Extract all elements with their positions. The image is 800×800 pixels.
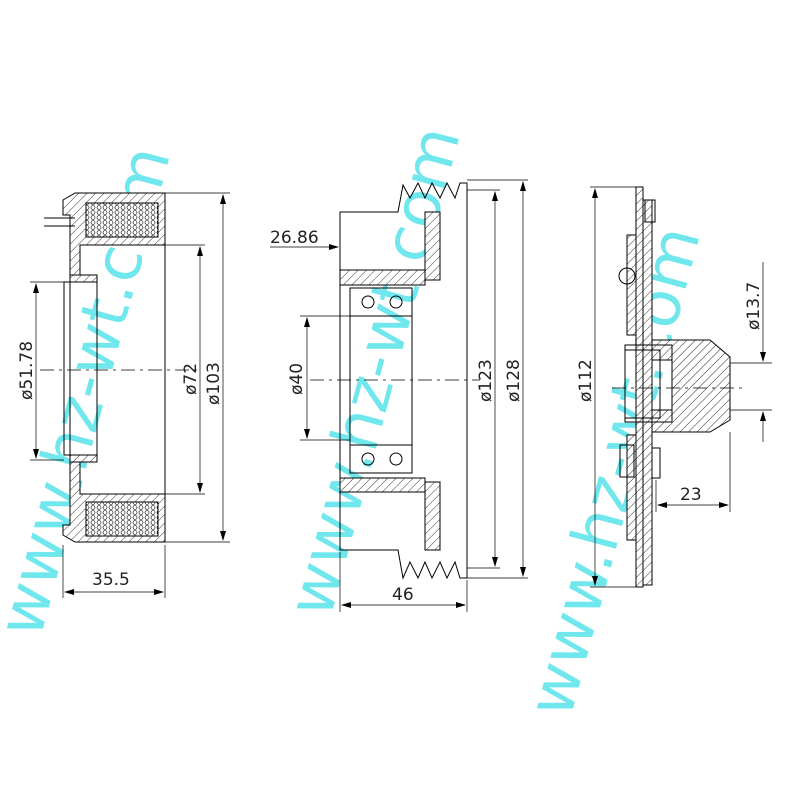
dim-inner-dia: ø72 (181, 363, 201, 395)
dim-outer-dia: ø128 (504, 359, 524, 402)
bearing-top (349, 287, 413, 317)
coil-view: ø51.78 ø72 ø103 35.5 (17, 192, 230, 598)
rivet-lower-head (651, 447, 661, 479)
armature-plate-inner (642, 199, 653, 586)
dim-groove-dia: ø123 (476, 359, 496, 402)
pulley-view: 26.86 ø40 ø123 ø128 46 (270, 179, 528, 612)
dim-inner-bore: ø51.78 (17, 341, 37, 400)
coil-winding-bottom (85, 501, 159, 537)
rivet-upper (644, 199, 656, 223)
coil-winding-top (85, 202, 159, 238)
watermark-text: www.hz-wt.com (514, 219, 716, 724)
rivet-lower (619, 444, 635, 478)
rivet-top (618, 267, 636, 285)
dim-width: 46 (392, 585, 414, 605)
coil-bore (63, 281, 98, 456)
dim-bearing: ø40 (287, 363, 307, 395)
bearing-bottom (349, 444, 413, 474)
pulley-bore (339, 285, 413, 478)
dim-offset: 26.86 (270, 228, 319, 248)
dim-bore: ø13.7 (744, 282, 764, 330)
dim-outer-dia: ø103 (204, 362, 224, 405)
dim-width: 35.5 (92, 570, 130, 590)
dim-plate-dia: ø112 (576, 359, 596, 402)
coil-lead-wire (44, 217, 75, 227)
armature-plate (635, 186, 644, 588)
hub-view: ø112 ø13.7 23 (576, 186, 772, 588)
hub-body (651, 339, 731, 433)
dim-hub-length: 23 (680, 485, 702, 505)
pulley-hub (339, 269, 426, 493)
pulley-web (424, 211, 441, 551)
hub-bore (624, 344, 673, 423)
